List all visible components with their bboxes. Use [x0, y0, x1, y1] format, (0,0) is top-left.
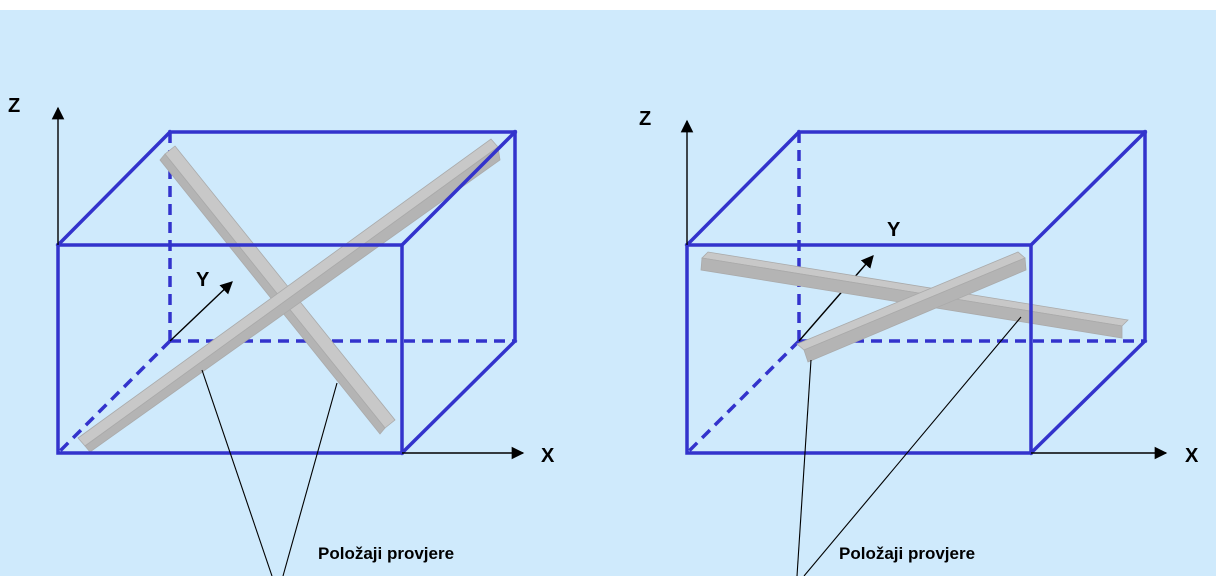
right-box-front-face: [685, 243, 1033, 455]
right-box-top-right-edge: [1028, 129, 1148, 248]
right-y-axis-label: Y: [887, 219, 901, 241]
left-box-hidden-depth-edge: [56, 339, 172, 455]
right-caption: Položaji provjere: [839, 544, 975, 563]
right-leader-line-1: [796, 359, 812, 576]
left-z-axis-label: Z: [8, 95, 20, 117]
left-leader-line-2: [282, 382, 338, 576]
right-diagram: Z Y X Položaji provjere: [639, 108, 1199, 576]
right-box-hidden-depth-edge: [685, 339, 801, 455]
diagram-background: [0, 10, 1216, 576]
right-y-axis-arrow: [798, 255, 874, 342]
right-box-bottom-right-edge: [1028, 338, 1148, 456]
left-bar-1-body: [159, 153, 386, 435]
right-box-top-left-edge: [684, 129, 802, 248]
left-caption: Položaji provjere: [318, 544, 454, 563]
left-diagram: Z Y X Položaji provjere: [8, 95, 555, 576]
left-leader-line-1: [201, 369, 273, 576]
left-box-top-right-edge: [399, 129, 518, 248]
right-z-axis-label: Z: [639, 108, 651, 130]
left-y-axis-label: Y: [196, 269, 210, 291]
left-y-axis-arrow: [169, 281, 233, 342]
left-x-axis-label: X: [541, 445, 555, 467]
right-x-axis-label: X: [1185, 445, 1199, 467]
left-box-bottom-right-edge: [399, 338, 518, 456]
left-bar-1: [77, 138, 501, 453]
right-bar-2-body: [803, 257, 1027, 363]
left-box-top-left-edge: [55, 129, 173, 248]
right-bar-1: [700, 251, 1129, 363]
right-leader-line-2: [803, 316, 1022, 576]
